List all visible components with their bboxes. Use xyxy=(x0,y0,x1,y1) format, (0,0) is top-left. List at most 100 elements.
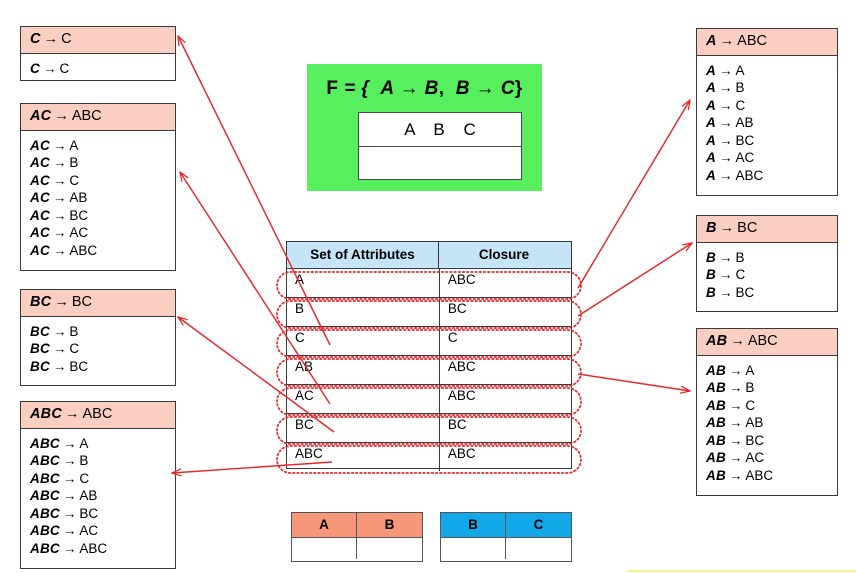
row-lhs: C xyxy=(30,60,40,76)
list-item: AC→AC xyxy=(30,224,166,242)
closure-row-attrs: BC xyxy=(287,414,440,442)
closure-box-abc: ABC→ABC ABC→A ABC→B ABC→C ABC→AB ABC→BC … xyxy=(20,401,176,569)
list-item: A→A xyxy=(706,62,828,80)
relation-ab-header-row: A B xyxy=(292,513,422,538)
closure-box-header: AC→ABC xyxy=(21,104,175,131)
arrow-icon: → xyxy=(52,155,67,171)
row-lhs: AB xyxy=(706,467,726,483)
table-row[interactable]: AC ABC xyxy=(287,385,571,414)
connector-row-b-to-box-b xyxy=(577,243,692,317)
row-rhs: C xyxy=(79,470,90,486)
list-item: AB→A xyxy=(706,362,828,380)
list-item: AB→B xyxy=(706,379,828,397)
row-lhs: ABC xyxy=(30,470,60,486)
arrow-icon: → xyxy=(718,80,733,96)
row-rhs: C xyxy=(735,97,746,113)
relation-bc-col-c: C xyxy=(533,517,544,532)
arrow-icon: → xyxy=(719,33,735,49)
table-row[interactable]: AB ABC xyxy=(287,356,571,385)
arrow-icon: → xyxy=(62,523,77,539)
arrow-icon: → xyxy=(52,190,67,206)
list-item: BC→BC xyxy=(30,358,166,376)
row-lhs: B xyxy=(706,249,716,265)
row-rhs: AC xyxy=(745,450,765,466)
arrow-icon: → xyxy=(728,415,743,431)
row-rhs: A xyxy=(735,62,745,78)
arrow-icon: → xyxy=(62,540,77,556)
closure-row-attrs: ABC xyxy=(287,443,440,471)
list-item: ABC→C xyxy=(30,470,166,488)
closure-box-body: AB→A AB→B AB→C AB→AB AB→BC AB→AC AB→ABC xyxy=(697,356,837,492)
table-row[interactable]: A ABC xyxy=(287,269,571,298)
fd2-lhs: B xyxy=(455,78,470,99)
row-rhs: AC xyxy=(69,225,89,241)
header-lhs: AB xyxy=(706,333,728,349)
header-lhs: AC xyxy=(30,108,52,124)
header-rhs: ABC xyxy=(737,33,767,49)
row-rhs: A xyxy=(745,362,755,378)
closure-row-closure: C xyxy=(447,330,458,345)
row-lhs: ABC xyxy=(30,505,60,521)
relation-bc-cell-c xyxy=(506,538,571,559)
arrow-icon: → xyxy=(62,488,77,504)
header-rhs: BC xyxy=(71,294,92,310)
row-rhs: B xyxy=(69,323,79,339)
list-item: ABC→AB xyxy=(30,487,166,505)
row-lhs: ABC xyxy=(30,523,60,539)
header-rhs: ABC xyxy=(71,108,102,124)
table-row[interactable]: C C xyxy=(287,327,571,356)
relation-abc-table: A B C xyxy=(358,112,522,180)
list-item: A→BC xyxy=(706,132,828,150)
closure-box-header: C→C xyxy=(21,27,175,54)
arrow-icon: → xyxy=(62,435,77,451)
closure-box-b: B→BC B→B B→C B→BC xyxy=(696,215,838,312)
row-rhs: A xyxy=(79,435,89,451)
row-rhs: C xyxy=(735,267,746,283)
arrow-icon: → xyxy=(52,323,67,339)
row-rhs: BC xyxy=(69,358,89,374)
fd-set-name: F xyxy=(326,78,339,99)
row-rhs: ABC xyxy=(69,242,98,258)
list-item: B→C xyxy=(706,266,828,284)
connector-row-a-to-box-a xyxy=(577,100,690,289)
row-rhs: B xyxy=(735,80,745,96)
closure-box-body: AC→A AC→B AC→C AC→AB AC→BC AC→AC AC→ABC xyxy=(21,131,175,267)
row-rhs: B xyxy=(79,453,89,469)
arrow-icon: → xyxy=(728,380,743,396)
closure-row-closure: ABC xyxy=(447,388,476,403)
table-row[interactable]: BC BC xyxy=(287,414,571,443)
list-item: AB→ABC xyxy=(706,467,828,485)
closure-row-closure: BC xyxy=(447,301,467,316)
row-lhs: B xyxy=(706,284,716,300)
arrow-icon: → xyxy=(718,97,733,113)
closure-box-a: A→ABC A→A A→B A→C A→AB A→BC A→AC A→ABC xyxy=(696,28,838,196)
table-row[interactable]: B BC xyxy=(287,298,571,327)
list-item: AB→AB xyxy=(706,414,828,432)
fd-comma: , xyxy=(438,78,445,99)
relation-abc-empty-row xyxy=(359,147,521,179)
table-row[interactable]: ABC ABC xyxy=(287,443,571,471)
arrow-icon: → xyxy=(52,207,67,223)
header-lhs: B xyxy=(706,220,717,236)
arrow-icon: → xyxy=(718,132,733,148)
fd1-arrow-icon: → xyxy=(399,78,419,99)
functional-dependency-panel: F = { A → B, B → C} A B C xyxy=(307,64,542,191)
row-rhs: C xyxy=(59,60,70,76)
arrow-icon: → xyxy=(718,62,733,78)
row-lhs: ABC xyxy=(30,488,60,504)
list-item: AB→AC xyxy=(706,449,828,467)
closure-row-attrs: AC xyxy=(287,385,440,413)
row-rhs: C xyxy=(69,341,80,357)
relation-table-bc: B C xyxy=(440,512,572,562)
closure-box-header: AB→ABC xyxy=(697,329,837,356)
list-item: C→C xyxy=(30,60,166,78)
arrow-icon: → xyxy=(52,225,67,241)
relation-ab-col-a: A xyxy=(292,513,357,537)
row-lhs: ABC xyxy=(30,540,60,556)
arrow-icon: → xyxy=(730,333,745,349)
header-rhs: C xyxy=(61,31,72,47)
closure-row-closure: ABC xyxy=(447,446,476,461)
closure-box-header: A→ABC xyxy=(697,29,837,56)
closure-table-header-closure: Closure xyxy=(478,247,530,262)
row-lhs: A xyxy=(706,132,716,148)
